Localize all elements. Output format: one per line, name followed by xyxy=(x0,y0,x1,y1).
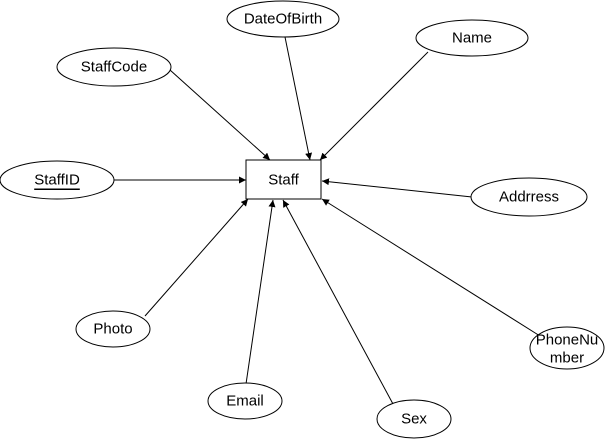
connector-addrress xyxy=(321,178,473,198)
attribute-ellipse xyxy=(207,382,283,420)
attribute-ellipse xyxy=(470,177,588,217)
attribute-label: DateOfBirth xyxy=(244,11,322,28)
connector-staffcode xyxy=(169,69,271,161)
connector-photo xyxy=(144,198,249,317)
attribute-ellipse xyxy=(75,310,151,348)
connector-dateofbirth xyxy=(284,36,313,161)
attribute-label-line-2: mber xyxy=(550,350,584,367)
attribute-dateofbirth: DateOfBirth xyxy=(226,0,340,38)
entity-box xyxy=(245,159,322,200)
attribute-name: Name xyxy=(415,19,529,57)
attribute-label: Sex xyxy=(401,411,427,428)
attribute-photo: Photo xyxy=(75,310,151,348)
attribute-label: Email xyxy=(226,393,264,410)
connector-email xyxy=(245,199,276,385)
attribute-email: Email xyxy=(207,382,283,420)
attribute-label: Name xyxy=(452,30,492,47)
attribute-label-line-1: PhoneNu xyxy=(536,332,599,349)
attribute-ellipse xyxy=(0,160,115,200)
attribute-ellipse xyxy=(529,326,605,370)
attribute-ellipse xyxy=(56,47,172,87)
connector-group xyxy=(114,36,541,405)
attribute-label: Photo xyxy=(93,321,132,338)
attribute-addrress: Addrress xyxy=(470,177,588,217)
attribute-phonenumber: PhoneNu mber xyxy=(529,326,605,370)
attribute-staffcode: StaffCode xyxy=(56,47,172,87)
attribute-sex: Sex xyxy=(376,399,452,439)
attribute-ellipse xyxy=(415,19,529,57)
attribute-staffid: StaffID xyxy=(0,160,115,200)
connector-phonenumber xyxy=(321,198,541,337)
attribute-ellipse xyxy=(376,399,452,439)
attribute-label: Addrress xyxy=(499,189,559,206)
entity-staff: Staff xyxy=(245,159,322,200)
attribute-ellipse xyxy=(226,0,340,38)
entity-label: Staff xyxy=(268,172,299,189)
attribute-label: StaffCode xyxy=(81,59,147,76)
connector-sex xyxy=(282,199,394,405)
attribute-label-key: StaffID xyxy=(34,172,80,189)
connector-name xyxy=(319,51,429,161)
